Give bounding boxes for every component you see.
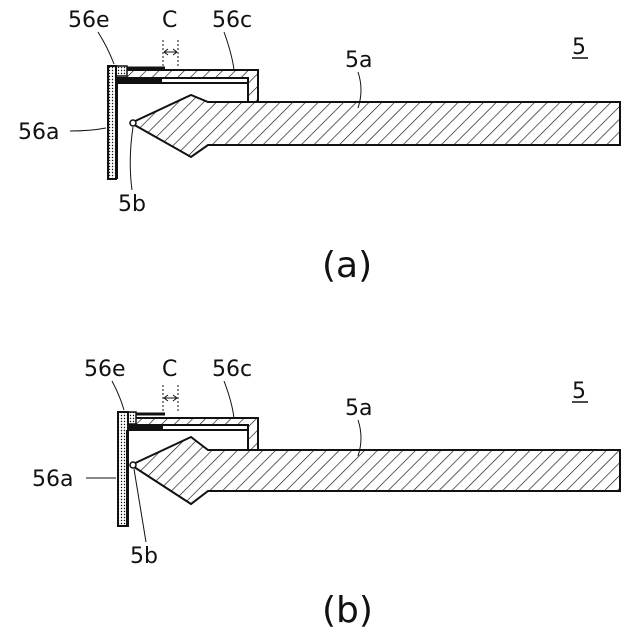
label-clearance: C (162, 8, 177, 33)
leader-bracket-tab (112, 381, 124, 410)
blade-5a (131, 437, 620, 504)
label-bracket-tab: 56e (84, 357, 126, 382)
figure-number: 5 (572, 379, 586, 404)
label-bracket-tab: 56e (68, 8, 110, 33)
caption-b: (b) (322, 590, 373, 631)
leader-bracket-wall (70, 128, 106, 131)
figure-number: 5 (572, 35, 586, 60)
label-bracket-wall: 56a (18, 120, 59, 145)
caption-a: (a) (322, 245, 372, 286)
panel-a: 5 56e C 56c 5a 56a 5b ( (18, 8, 620, 286)
bracket-wall-56a (108, 66, 116, 179)
label-clearance: C (162, 357, 177, 382)
panel-b: 5 56e C 56c 5a 56a 5b ( (32, 357, 620, 631)
leader-bracket-top (224, 32, 234, 70)
leader-bracket-tab (98, 32, 114, 64)
label-blade: 5a (345, 396, 372, 421)
blade-5a (131, 95, 620, 157)
leader-blade-tip (130, 127, 133, 190)
label-blade: 5a (345, 48, 372, 73)
leader-bracket-top (224, 381, 234, 418)
leader-blade-tip (134, 469, 146, 542)
blade-tip-5b (130, 462, 136, 468)
label-blade-tip: 5b (118, 192, 146, 217)
label-bracket-top: 56c (212, 8, 252, 33)
label-bracket-top: 56c (212, 357, 252, 382)
label-blade-tip: 5b (130, 544, 158, 569)
label-bracket-wall: 56a (32, 467, 73, 492)
blade-tip-5b (130, 120, 136, 126)
